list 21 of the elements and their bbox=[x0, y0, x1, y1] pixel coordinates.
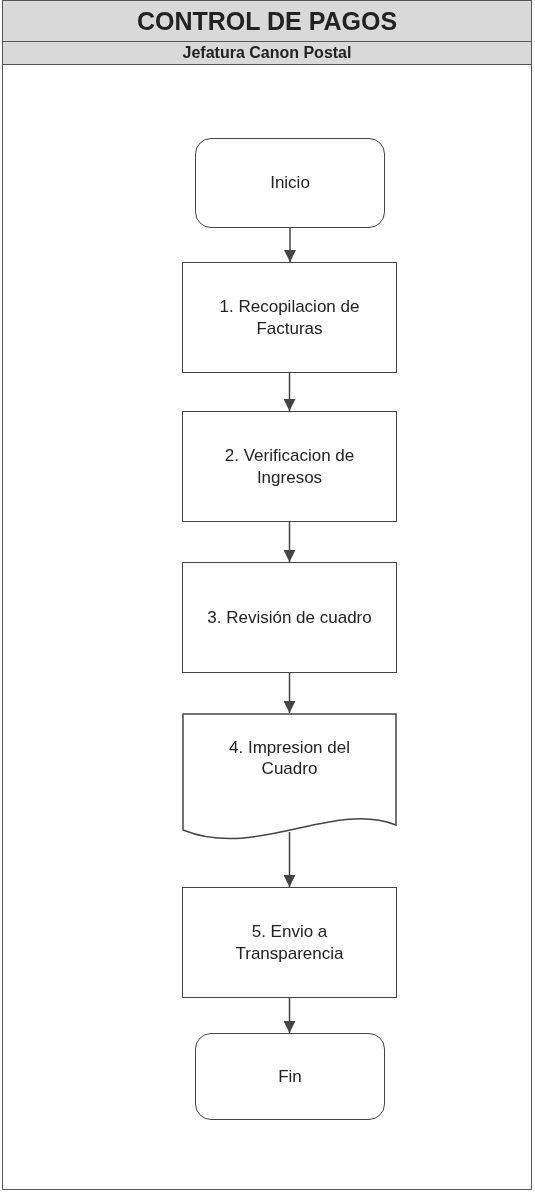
node-text: 4. Impresion del Cuadro bbox=[228, 737, 351, 780]
title-band: CONTROL DE PAGOS bbox=[3, 1, 531, 42]
arrow bbox=[283, 521, 296, 563]
terminal-box bbox=[195, 1033, 385, 1120]
subtitle-band: Jefatura Canon Postal bbox=[3, 42, 531, 65]
node-text: 2. Verificacion de Ingresos bbox=[223, 445, 356, 488]
arrow bbox=[283, 831, 296, 888]
process-box bbox=[182, 411, 397, 522]
arrow bbox=[283, 672, 296, 714]
node-text: 3. Revisión de cuadro bbox=[207, 606, 372, 629]
node-text: 5. Envio a Transparencia bbox=[234, 921, 345, 964]
node-text: 1. Recopilacion de Facturas bbox=[218, 296, 361, 339]
arrow bbox=[283, 997, 296, 1034]
node-text: Inicio bbox=[270, 172, 310, 194]
process-box bbox=[182, 262, 397, 373]
arrow bbox=[283, 372, 296, 412]
process-box bbox=[182, 887, 397, 998]
process-box bbox=[182, 562, 397, 673]
arrow bbox=[284, 227, 296, 263]
node-text: Fin bbox=[278, 1065, 302, 1088]
terminal-box bbox=[195, 138, 385, 228]
